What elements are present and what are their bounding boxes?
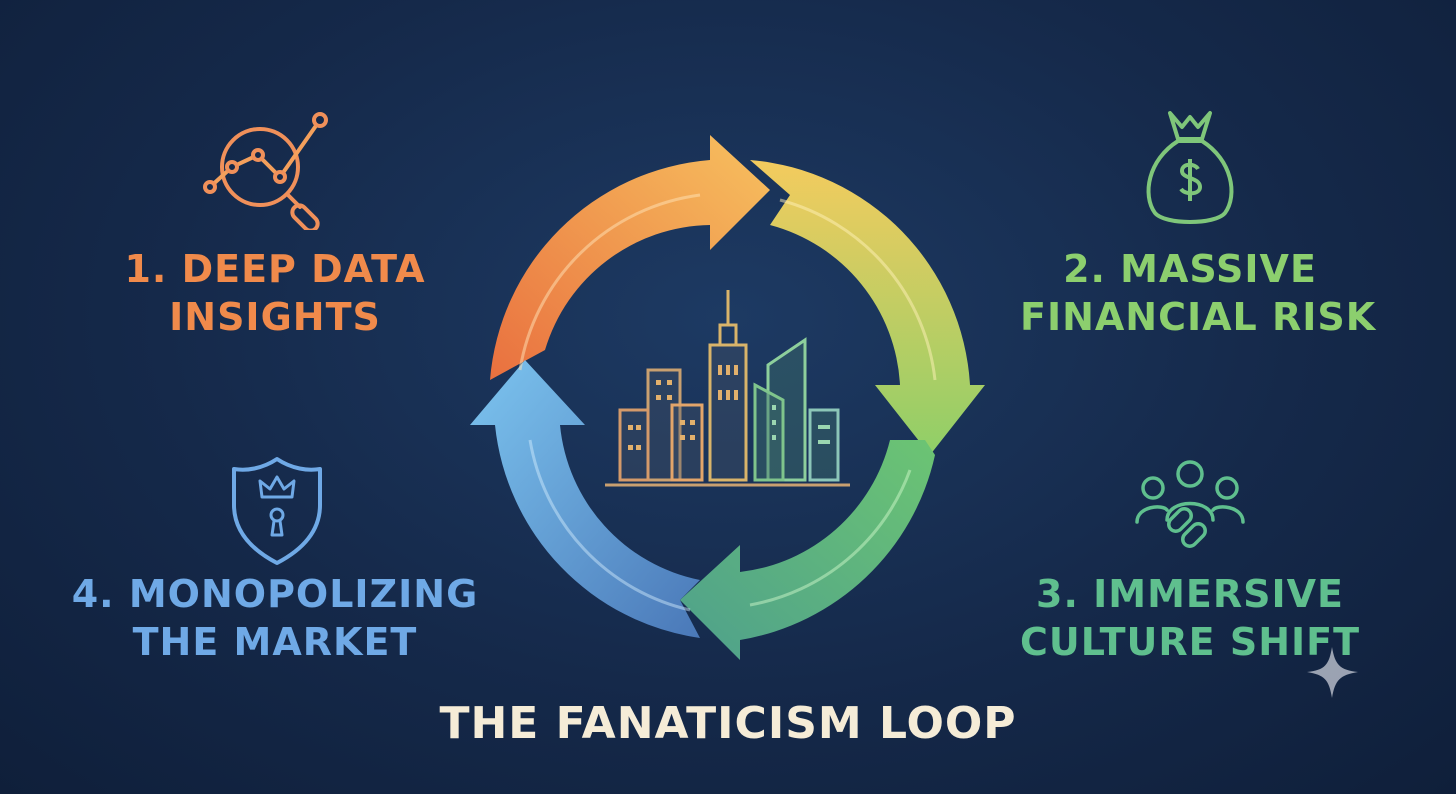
arrow-step-4 <box>470 360 700 638</box>
arrow-step-3 <box>680 440 935 660</box>
sparkle-icon <box>1307 647 1358 698</box>
step-3-line-1: 3. IMMERSIVE <box>1036 572 1344 616</box>
step-3-line-2: CULTURE SHIFT <box>1019 620 1361 664</box>
step-3-label: 3. IMMERSIVE CULTURE SHIFT <box>1015 570 1365 666</box>
step-1-label: 1. DEEP DATA INSIGHTS <box>120 245 430 341</box>
step-1-line-2: INSIGHTS <box>169 295 381 339</box>
step-2-line-1: 2. MASSIVE <box>1063 247 1317 291</box>
step-4-label: 4. MONOPOLIZING THE MARKET <box>70 570 480 666</box>
city-skyline-icon <box>605 290 850 487</box>
shield-crown-icon <box>232 457 322 565</box>
step-4-line-1: 4. MONOPOLIZING <box>71 572 479 616</box>
data-analysis-icon <box>203 112 328 230</box>
money-bag-icon <box>1146 111 1234 224</box>
step-2-label: 2. MASSIVE FINANCIAL RISK <box>1020 245 1377 341</box>
people-link-icon <box>1135 460 1245 548</box>
step-4-line-2: THE MARKET <box>132 620 418 664</box>
step-2-line-2: FINANCIAL RISK <box>1020 295 1377 339</box>
arrow-step-2 <box>750 160 985 455</box>
diagram-title: THE FANATICISM LOOP <box>439 698 1017 749</box>
step-1-line-1: 1. DEEP DATA <box>124 247 426 291</box>
